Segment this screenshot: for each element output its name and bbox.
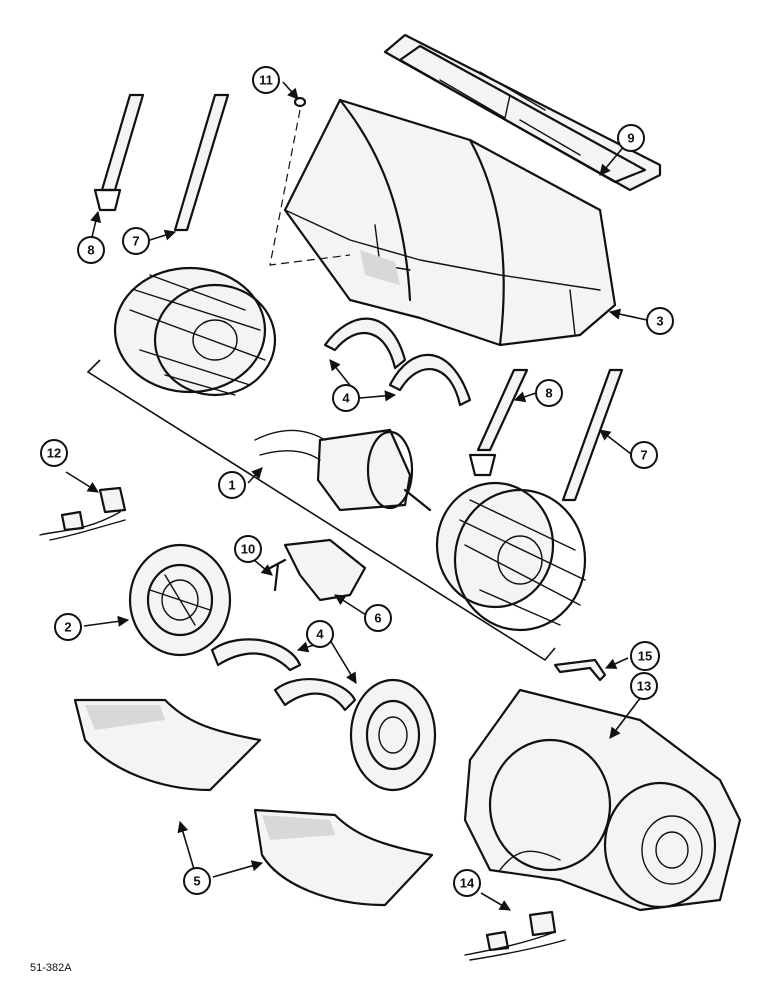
callout-8-right: 8 [535, 379, 563, 407]
svg-text:15: 15 [638, 649, 652, 664]
svg-text:2: 2 [64, 620, 71, 635]
callout-10: 10 [234, 535, 262, 563]
upper-blower-housing [283, 98, 617, 347]
callout-12: 12 [40, 439, 68, 467]
svg-text:8: 8 [87, 243, 94, 258]
callout-1: 1 [218, 471, 246, 499]
wiring-harness-lower [464, 910, 566, 961]
callout-15: 15 [630, 641, 660, 671]
lower-cover-top [73, 698, 262, 792]
callout-7-right: 7 [630, 441, 658, 469]
svg-text:7: 7 [132, 234, 139, 249]
callout-4-lower: 4 [306, 620, 334, 648]
upper-straps [323, 317, 472, 407]
lower-straps [210, 638, 357, 712]
drain-hose-left [93, 93, 145, 212]
inlet-ring-left [128, 543, 232, 657]
svg-text:7: 7 [640, 448, 647, 463]
svg-text:1: 1 [228, 478, 235, 493]
callout-11: 11 [252, 66, 280, 94]
svg-text:12: 12 [47, 446, 61, 461]
screw [268, 558, 287, 592]
leader-lines [65, 81, 648, 911]
callout-3: 3 [646, 307, 674, 335]
tube-right [561, 368, 624, 502]
gasket [553, 658, 607, 682]
callout-2: 2 [54, 613, 82, 641]
lower-cover-bottom [253, 808, 434, 907]
callout-6: 6 [364, 604, 392, 632]
callout-13: 13 [630, 672, 658, 700]
callout-5: 5 [183, 867, 211, 895]
svg-text:6: 6 [374, 611, 381, 626]
svg-text:14: 14 [460, 876, 475, 891]
nut [293, 96, 307, 108]
callout-9: 9 [617, 124, 645, 152]
inlet-ring-right [349, 678, 437, 792]
svg-text:4: 4 [316, 627, 324, 642]
callout-4-upper: 4 [332, 384, 360, 412]
left-blower-wheel [113, 266, 277, 397]
drain-hose-right [468, 368, 529, 477]
svg-text:13: 13 [637, 679, 651, 694]
blower-motor [254, 428, 432, 512]
svg-text:9: 9 [627, 131, 634, 146]
svg-text:8: 8 [545, 386, 552, 401]
svg-text:10: 10 [241, 542, 255, 557]
callout-8-left: 8 [77, 236, 105, 264]
svg-text:11: 11 [259, 73, 273, 88]
mounting-bracket [283, 538, 367, 602]
callout-7-left: 7 [122, 227, 150, 255]
right-blower-wheel [435, 481, 587, 632]
callout-14: 14 [453, 869, 481, 897]
svg-text:5: 5 [193, 874, 200, 889]
svg-text:3: 3 [656, 314, 663, 329]
reference-code: 51-382A [30, 962, 72, 974]
assembly-bracket-line [86, 359, 556, 662]
filter-frame [383, 33, 662, 192]
wiring-harness-upper [39, 486, 127, 541]
svg-text:4: 4 [342, 391, 350, 406]
assembled-blower-unit [463, 688, 742, 912]
tube-left [173, 93, 230, 232]
